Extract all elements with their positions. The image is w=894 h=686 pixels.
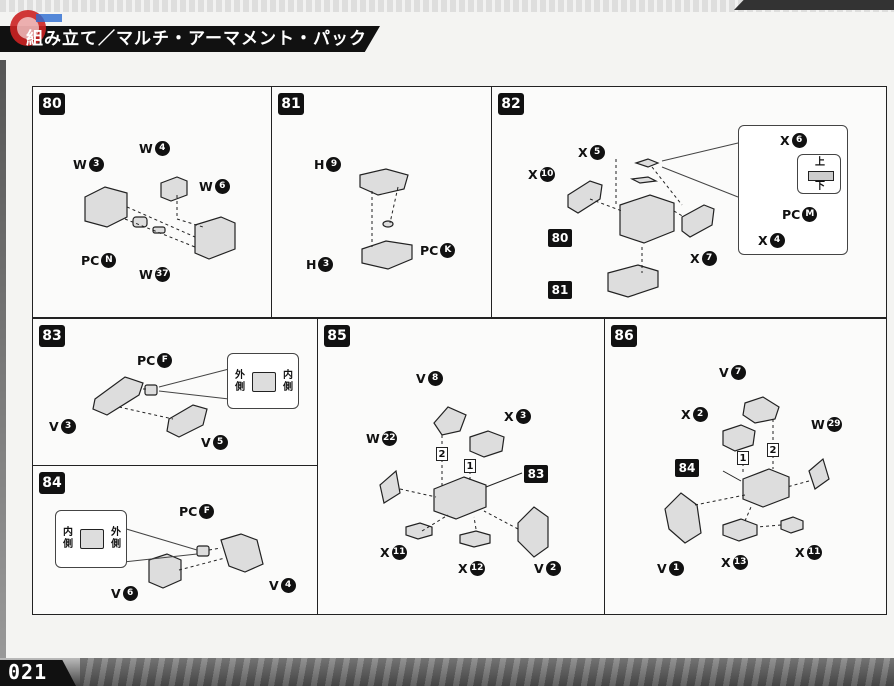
part-assembly-drawing bbox=[92, 368, 230, 438]
top-right-decor bbox=[734, 0, 894, 10]
part-assembly-drawing bbox=[664, 396, 830, 544]
orientation-part bbox=[80, 529, 104, 549]
step-number: 82 bbox=[498, 93, 524, 115]
step-panel-82: 82 bbox=[491, 86, 887, 318]
part-assembly-drawing bbox=[379, 406, 549, 558]
order-marker: 2 bbox=[767, 443, 779, 457]
page-number: 021 bbox=[8, 660, 48, 684]
label-inner: 内側 bbox=[283, 370, 293, 393]
label-top: 上 bbox=[815, 157, 825, 168]
left-edge-decor bbox=[0, 60, 6, 660]
page-number-badge bbox=[0, 660, 76, 686]
part-assembly-drawing bbox=[122, 527, 264, 589]
orientation-sub-box: 上 下 bbox=[797, 154, 841, 194]
order-marker: 1 bbox=[464, 459, 476, 473]
orientation-part bbox=[252, 372, 276, 392]
ref-step-83: 83 bbox=[524, 465, 548, 483]
label-inner: 内側 bbox=[63, 527, 73, 550]
step-number: 85 bbox=[324, 325, 350, 347]
step-number: 84 bbox=[39, 472, 65, 494]
step-number: 86 bbox=[611, 325, 637, 347]
step-number: 81 bbox=[278, 93, 304, 115]
header-bar bbox=[0, 26, 380, 52]
ref-step-84: 84 bbox=[675, 459, 699, 477]
order-marker: 2 bbox=[436, 447, 448, 461]
label-bottom: 下 bbox=[815, 181, 825, 192]
part-assembly-drawing bbox=[359, 168, 413, 270]
order-marker: 1 bbox=[737, 451, 749, 465]
top-decor-stripe bbox=[0, 0, 894, 12]
ref-step-80: 80 bbox=[548, 229, 572, 247]
site-logo bbox=[10, 10, 62, 46]
footer-decor-stripe bbox=[80, 658, 894, 686]
part-assembly-drawing bbox=[84, 176, 236, 260]
step-number: 83 bbox=[39, 325, 65, 347]
label-outer: 外側 bbox=[111, 527, 121, 550]
label-outer: 外側 bbox=[235, 370, 245, 393]
ref-step-81: 81 bbox=[548, 281, 572, 299]
orientation-part bbox=[808, 171, 834, 181]
orientation-callout: 外側 内側 bbox=[227, 353, 299, 409]
orientation-callout: 上 下 bbox=[738, 125, 848, 255]
page-title: 組み立て／マルチ・アーマメント・パック bbox=[26, 29, 367, 49]
orientation-callout: 内側 外側 bbox=[55, 510, 127, 568]
step-number: 80 bbox=[39, 93, 65, 115]
